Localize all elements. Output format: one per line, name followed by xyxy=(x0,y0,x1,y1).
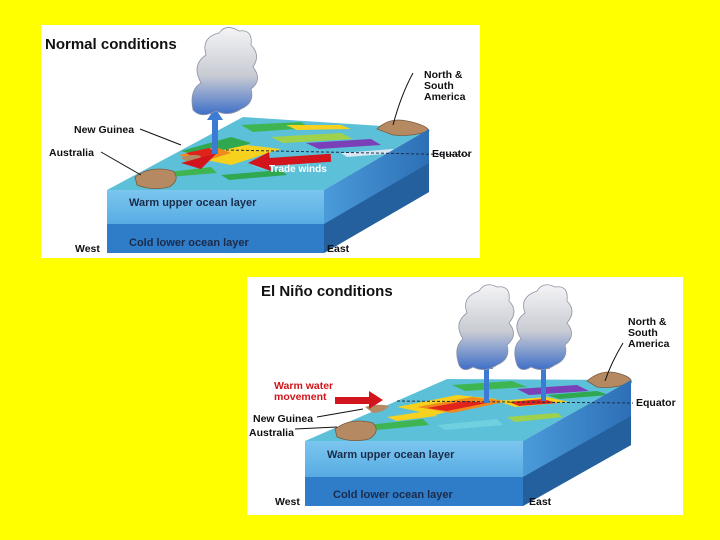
cloud-icon-right xyxy=(515,285,572,370)
east-label: East xyxy=(529,496,552,508)
cold-layer-label: Cold lower ocean layer xyxy=(333,489,454,501)
warm-water-label-line2: movement xyxy=(274,391,327,403)
australia-land xyxy=(335,421,376,441)
west-label: West xyxy=(275,496,300,508)
normal-conditions-diagram: Normal conditions North & South America … xyxy=(41,25,480,258)
east-label: East xyxy=(327,243,350,255)
australia-label: Australia xyxy=(49,147,94,159)
warm-layer-label: Warm upper ocean layer xyxy=(327,449,455,461)
cloud-icon xyxy=(192,27,258,114)
australia-label: Australia xyxy=(249,427,294,439)
warm-layer-label: Warm upper ocean layer xyxy=(129,197,257,209)
americas-label-line3: America xyxy=(424,91,466,103)
cold-layer-label: Cold lower ocean layer xyxy=(129,237,250,249)
new-guinea-label: New Guinea xyxy=(253,413,313,425)
trade-winds-label: Trade winds xyxy=(269,164,327,175)
equator-label: Equator xyxy=(432,148,472,160)
title: Normal conditions xyxy=(45,36,177,53)
el-nino-conditions-panel: El Niño conditions North & South America… xyxy=(247,277,683,515)
el-nino-conditions-diagram: El Niño conditions North & South America… xyxy=(247,277,683,515)
normal-conditions-panel: Normal conditions North & South America … xyxy=(41,25,480,258)
cloud-icon-left xyxy=(457,285,514,370)
title: El Niño conditions xyxy=(261,283,393,300)
equator-label: Equator xyxy=(636,397,676,409)
west-label: West xyxy=(75,243,100,255)
americas-label-line3: America xyxy=(628,338,670,350)
new-guinea-label: New Guinea xyxy=(74,124,134,136)
